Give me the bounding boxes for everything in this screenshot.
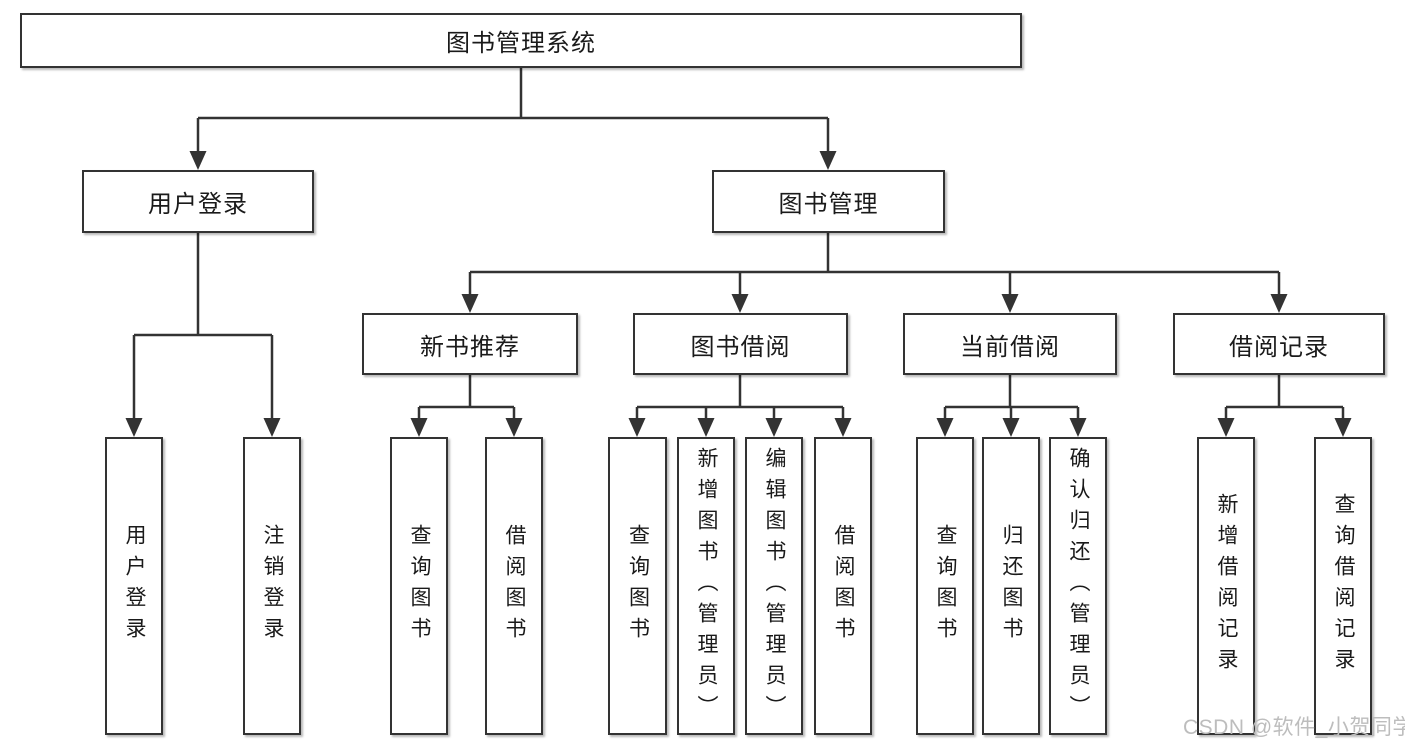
arrowhead: [461, 294, 479, 313]
leaf-query-books-3: 查询图书: [916, 437, 974, 735]
arrowhead: [1001, 294, 1019, 313]
current-borrow-label: 当前借阅: [960, 333, 1060, 361]
leaf-return-books-label: 归还图书: [1000, 524, 1023, 648]
leaf-add-books-admin-label: 新增图书（管理员）: [695, 446, 718, 726]
arrowhead: [628, 418, 646, 437]
arrowhead: [697, 418, 715, 437]
new-book-recommend-node: 新书推荐: [362, 313, 578, 375]
book-borrow-label: 图书借阅: [690, 333, 791, 361]
arrowheads: [125, 151, 1352, 437]
watermark: CSDN @软件_小贺同学: [1183, 716, 1405, 739]
arrowhead: [1002, 418, 1020, 437]
edge-book-mgmt-to-level3: [468, 233, 1281, 297]
root-node: 图书管理系统: [20, 13, 1022, 68]
arrowhead: [1217, 418, 1235, 437]
book-borrow-node: 图书借阅: [633, 313, 848, 375]
edge-current-borrow-to-leaves: [943, 375, 1080, 423]
edge-book-borrow-to-leaves: [635, 375, 845, 423]
borrow-record-node: 借阅记录: [1173, 313, 1385, 375]
leaf-add-books-admin: 新增图书（管理员）: [677, 437, 735, 735]
arrowhead: [1334, 418, 1352, 437]
leaf-add-borrow-record: 新增借阅记录: [1197, 437, 1255, 735]
arrowhead: [1069, 418, 1087, 437]
borrow-record-label: 借阅记录: [1229, 333, 1329, 361]
arrowhead: [505, 418, 523, 437]
arrowhead: [834, 418, 852, 437]
leaf-logout: 注销登录: [243, 437, 301, 735]
edge-root-to-level2: [196, 68, 830, 154]
arrowhead: [819, 151, 837, 170]
book-management-node-label: 图书管理: [778, 191, 879, 218]
leaf-return-books: 归还图书: [982, 437, 1040, 735]
arrowhead: [1270, 294, 1288, 313]
arrowhead: [410, 418, 428, 437]
leaf-edit-books-admin: 编辑图书（管理员）: [745, 437, 803, 735]
arrowhead: [125, 418, 143, 437]
leaf-query-books-2: 查询图书: [608, 437, 667, 735]
leaf-confirm-return-admin-label: 确认归还（管理员）: [1067, 446, 1090, 726]
edge-borrow-record-to-leaves: [1224, 375, 1345, 423]
leaf-confirm-return-admin: 确认归还（管理员）: [1049, 437, 1107, 735]
leaf-add-borrow-record-label: 新增借阅记录: [1215, 493, 1238, 679]
leaf-query-borrow-record: 查询借阅记录: [1314, 437, 1372, 735]
leaf-user-login-label: 用户登录: [123, 524, 146, 648]
arrowhead: [765, 418, 783, 437]
book-management-node: 图书管理: [712, 170, 945, 233]
user-login-node-label: 用户登录: [148, 191, 248, 218]
leaf-query-books-1: 查询图书: [390, 437, 448, 735]
leaf-query-books-2-label: 查询图书: [626, 524, 650, 648]
user-login-node: 用户登录: [82, 170, 314, 233]
leaf-query-books-1-label: 查询图书: [408, 524, 431, 648]
leaf-query-borrow-record-label: 查询借阅记录: [1332, 493, 1355, 679]
arrowhead: [936, 418, 954, 437]
leaf-borrow-books-1: 借阅图书: [485, 437, 543, 735]
edge-user-login-to-leaves: [132, 233, 274, 421]
leaf-user-login: 用户登录: [105, 437, 163, 735]
leaf-borrow-books-2-label: 借阅图书: [832, 524, 855, 648]
leaf-borrow-books-1-label: 借阅图书: [503, 524, 526, 648]
leaf-query-books-3-label: 查询图书: [934, 524, 957, 648]
arrowhead: [731, 294, 749, 313]
new-book-recommend-label: 新书推荐: [420, 333, 520, 361]
arrowhead: [189, 151, 207, 170]
edge-new-book-rec-to-leaves: [417, 375, 516, 423]
current-borrow-node: 当前借阅: [903, 313, 1117, 375]
leaf-logout-label: 注销登录: [261, 524, 284, 648]
arrowhead: [263, 418, 281, 437]
leaf-edit-books-admin-label: 编辑图书（管理员）: [763, 446, 786, 726]
leaf-borrow-books-2: 借阅图书: [814, 437, 872, 735]
root-node-label: 图书管理系统: [446, 30, 596, 57]
